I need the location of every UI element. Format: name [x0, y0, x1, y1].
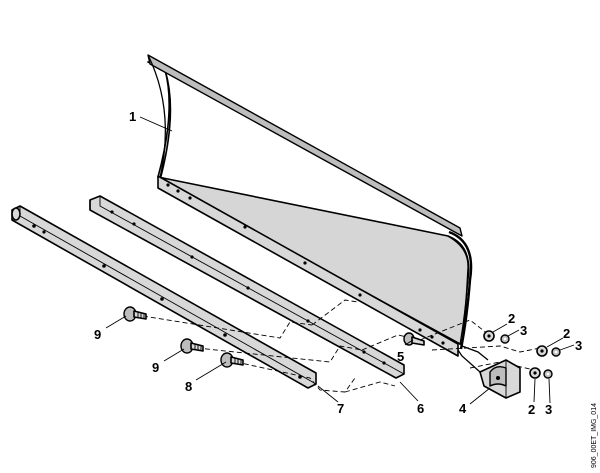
bolt-part-9-lower — [180, 338, 204, 354]
bolt-part-9-upper — [123, 306, 147, 322]
callout-2-c: 2 — [528, 402, 535, 417]
callout-1: 1 — [129, 109, 136, 124]
bracket-part-4 — [457, 345, 521, 399]
callout-2-a: 2 — [508, 311, 515, 326]
blade-part-1 — [147, 54, 473, 357]
leader-lines — [105, 116, 575, 405]
callout-4: 4 — [459, 401, 467, 416]
washer-part-2-c — [529, 367, 541, 379]
callout-9-a: 9 — [94, 327, 101, 342]
callout-3-a: 3 — [520, 323, 527, 338]
callout-6: 6 — [417, 401, 424, 416]
callout-7: 7 — [337, 401, 344, 416]
callout-3-b: 3 — [575, 338, 582, 353]
nut-part-3-a — [500, 334, 510, 344]
bolt-part-5 — [403, 332, 425, 346]
callout-8: 8 — [185, 379, 192, 394]
callout-2-b: 2 — [563, 326, 570, 341]
callout-9-b: 9 — [152, 360, 159, 375]
callout-5: 5 — [397, 349, 404, 364]
callout-3-c: 3 — [545, 402, 552, 417]
bolt-part-8 — [220, 352, 244, 368]
washer-part-2-b — [536, 345, 548, 357]
strip-part-6 — [89, 195, 405, 379]
reference-code: 906_00ET_IMG_014 — [591, 403, 598, 468]
washer-part-2-a — [483, 330, 495, 342]
nut-part-3-b — [551, 347, 561, 357]
nut-part-3-c — [543, 369, 553, 379]
callouts: 1 2 3 2 3 2 3 4 5 6 7 8 9 9 — [94, 109, 582, 417]
